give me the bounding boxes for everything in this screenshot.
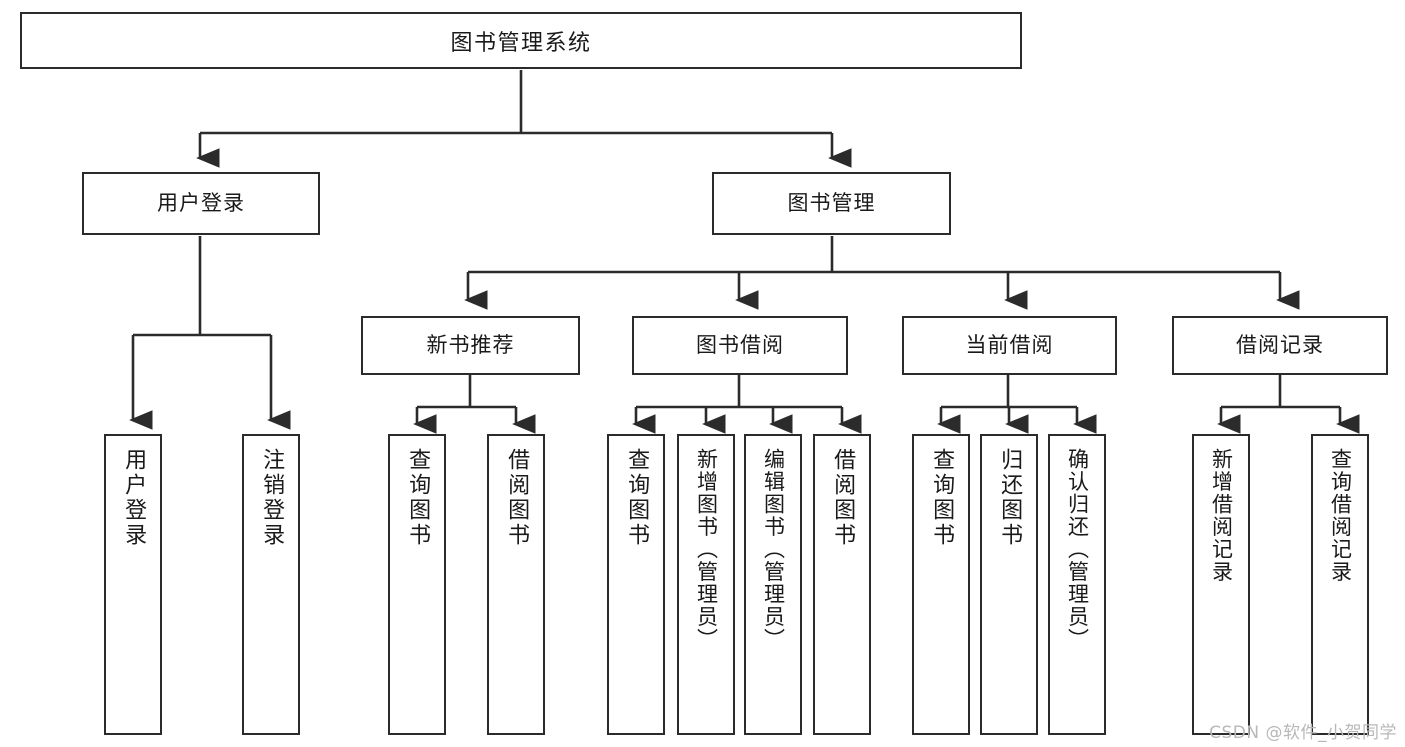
leaf-book-borrow-borrow[interactable]: 借阅图书 <box>813 434 871 735</box>
leaf-label: 查询图书 <box>624 448 650 548</box>
leaf-borrow-record-add[interactable]: 新增借阅记录 <box>1192 434 1250 735</box>
leaf-current-borrow-query[interactable]: 查询图书 <box>912 434 970 735</box>
leaf-user-login-logout[interactable]: 注销登录 <box>242 434 300 735</box>
watermark-text: CSDN @软件_小贺同学 <box>1209 723 1397 743</box>
node-book-borrow[interactable]: 图书借阅 <box>632 316 848 375</box>
node-new-book-recommend-label: 新书推荐 <box>426 332 515 357</box>
node-user-login[interactable]: 用户登录 <box>82 172 320 235</box>
leaf-new-book-borrow[interactable]: 借阅图书 <box>487 434 545 735</box>
node-current-borrow-label: 当前借阅 <box>965 332 1054 357</box>
node-root-system[interactable]: 图书管理系统 <box>20 12 1022 69</box>
leaf-current-borrow-return[interactable]: 归还图书 <box>980 434 1038 735</box>
node-book-management[interactable]: 图书管理 <box>712 172 951 235</box>
leaf-label: 查询图书 <box>929 448 955 548</box>
leaf-label: 新增借阅记录 <box>1209 448 1234 583</box>
node-borrow-record-label: 借阅记录 <box>1236 332 1324 357</box>
leaf-label: 借阅图书 <box>504 448 530 548</box>
node-current-borrow[interactable]: 当前借阅 <box>902 316 1117 375</box>
leaf-book-borrow-add[interactable]: 新增图书（管理员） <box>677 434 735 735</box>
node-root-label: 图书管理系统 <box>450 30 592 56</box>
leaf-label: 用户登录 <box>121 448 147 548</box>
node-new-book-recommend[interactable]: 新书推荐 <box>361 316 580 375</box>
leaf-book-borrow-query[interactable]: 查询图书 <box>607 434 665 735</box>
leaf-borrow-record-query[interactable]: 查询借阅记录 <box>1311 434 1369 735</box>
leaf-new-book-query[interactable]: 查询图书 <box>388 434 446 735</box>
leaf-label: 注销登录 <box>259 448 285 548</box>
leaf-label: 借阅图书 <box>830 448 856 548</box>
node-book-borrow-label: 图书借阅 <box>696 332 784 357</box>
leaf-label: 确认归还（管理员） <box>1065 448 1090 651</box>
leaf-book-borrow-edit[interactable]: 编辑图书（管理员） <box>744 434 802 735</box>
node-book-management-label: 图书管理 <box>787 190 876 215</box>
leaf-label: 查询借阅记录 <box>1328 448 1353 583</box>
node-user-login-label: 用户登录 <box>157 190 245 215</box>
leaf-label: 新增图书（管理员） <box>694 448 719 651</box>
node-borrow-record[interactable]: 借阅记录 <box>1172 316 1388 375</box>
leaf-current-borrow-confirm-return[interactable]: 确认归还（管理员） <box>1048 434 1106 735</box>
leaf-label: 归还图书 <box>997 448 1023 548</box>
leaf-label: 编辑图书（管理员） <box>761 448 786 651</box>
leaf-label: 查询图书 <box>405 448 431 548</box>
leaf-user-login-login[interactable]: 用户登录 <box>104 434 162 735</box>
